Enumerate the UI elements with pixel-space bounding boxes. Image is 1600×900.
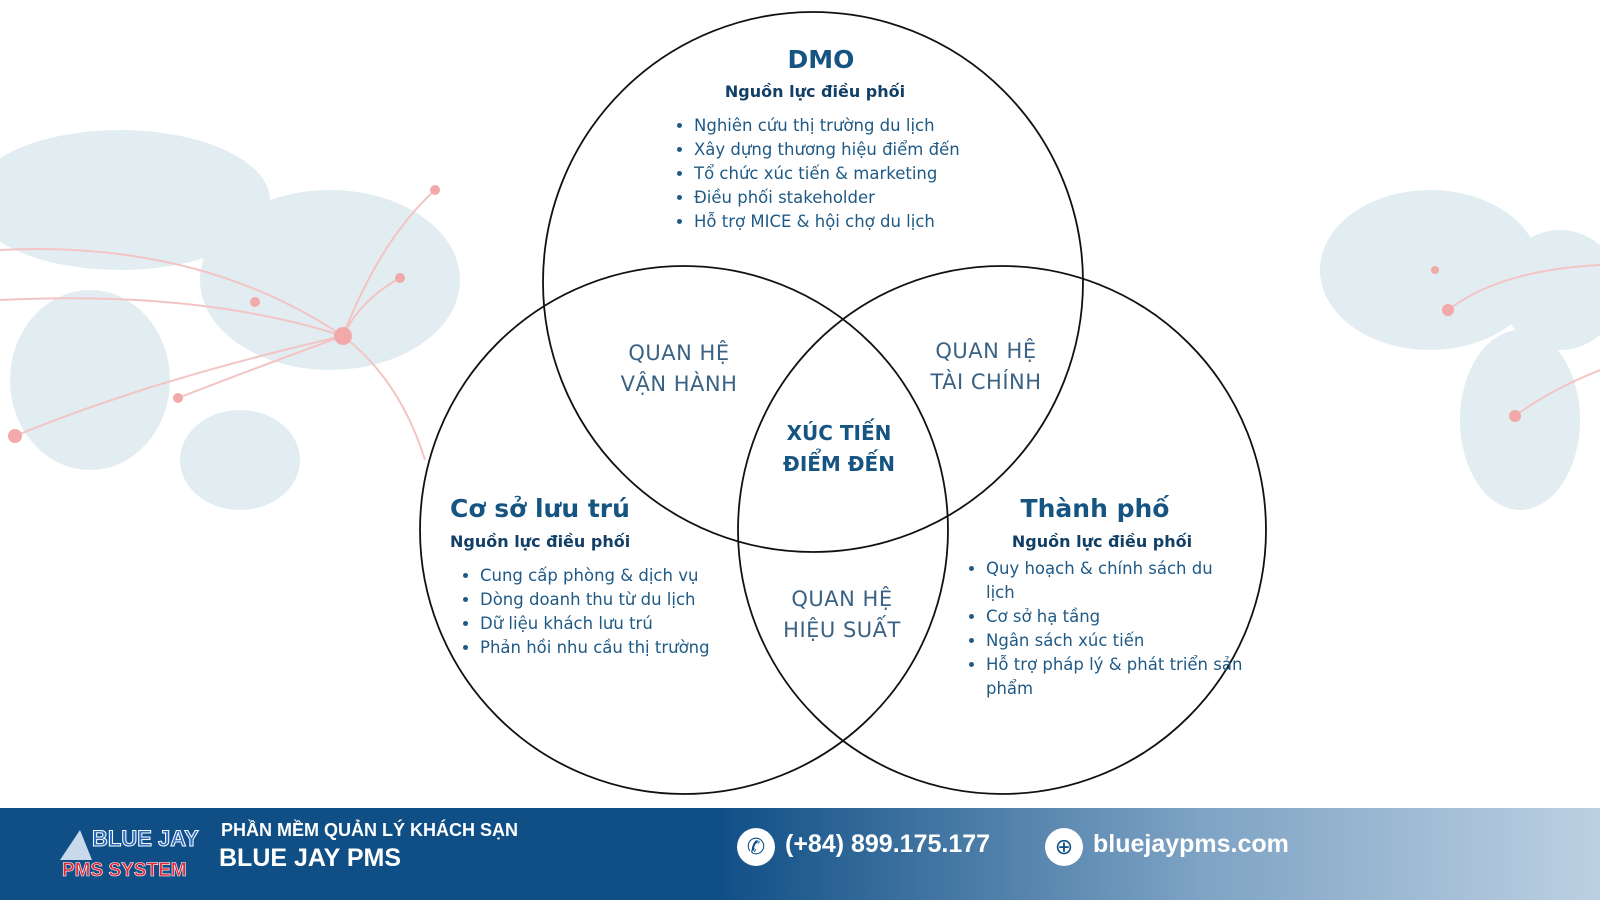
logo-text-bottom: PMS SYSTEM xyxy=(62,860,187,882)
label-line: VẬN HÀNH xyxy=(620,372,738,396)
city-title: Thành phố xyxy=(1020,494,1170,523)
list-item: Quy hoạch & chính sách du lịch xyxy=(986,557,1244,605)
dmo-subtitle: Nguồn lực điều phối xyxy=(724,82,906,101)
list-item: Tổ chức xúc tiến & marketing xyxy=(694,162,960,186)
blue-jay-logo: BLUE JAY PMS SYSTEM xyxy=(60,824,208,886)
list-item: Hỗ trợ MICE & hội chợ du lịch xyxy=(694,210,960,234)
label-line: XÚC TIẾN xyxy=(786,421,892,445)
list-item: Điều phối stakeholder xyxy=(694,186,960,210)
world-map-background xyxy=(0,11,1600,795)
label-line: HIỆU SUẤT xyxy=(783,618,901,642)
lodging-title: Cơ sở lưu trú xyxy=(450,494,630,523)
brand-name: BLUE JAY PMS xyxy=(219,844,402,872)
footer-bar: BLUE JAY PMS SYSTEM PHẦN MỀM QUẢN LÝ KHÁ… xyxy=(0,808,1600,900)
route-lines xyxy=(0,189,1600,461)
overlap-finance: QUAN HỆ TÀI CHÍNH xyxy=(930,336,1041,398)
route-dots xyxy=(8,185,1521,443)
city-list: Quy hoạch & chính sách du lịch Cơ sở hạ … xyxy=(966,557,1244,701)
dmo-circle xyxy=(542,11,1084,553)
city-circle xyxy=(737,265,1267,795)
website-link[interactable]: bluejaypms.com xyxy=(1093,830,1289,858)
list-item: Dòng doanh thu từ du lịch xyxy=(480,588,710,612)
list-item: Nghiên cứu thị trường du lịch xyxy=(694,114,960,138)
bird-icon xyxy=(60,830,92,860)
dmo-title: DMO xyxy=(787,45,855,74)
label-line: QUAN HỆ xyxy=(791,587,893,611)
globe-icon: ⊕ xyxy=(1045,828,1083,866)
label-line: QUAN HỆ xyxy=(935,339,1037,363)
list-item: Phản hồi nhu cầu thị trường xyxy=(480,636,710,660)
city-subtitle: Nguồn lực điều phối xyxy=(1011,532,1193,551)
logo-text-top: BLUE JAY xyxy=(92,826,200,852)
lodging-subtitle: Nguồn lực điều phối xyxy=(450,532,631,551)
phone-icon: ✆ xyxy=(737,828,775,866)
lodging-circle xyxy=(419,265,949,795)
lodging-list: Cung cấp phòng & dịch vụ Dòng doanh thu … xyxy=(460,564,710,660)
overlap-performance: QUAN HỆ HIỆU SUẤT xyxy=(783,584,901,646)
list-item: Dữ liệu khách lưu trú xyxy=(480,612,710,636)
list-item: Cung cấp phòng & dịch vụ xyxy=(480,564,710,588)
label-line: QUAN HỆ xyxy=(628,341,730,365)
list-item: Cơ sở hạ tầng xyxy=(986,605,1244,629)
list-item: Ngân sách xúc tiến xyxy=(986,629,1244,653)
label-line: TÀI CHÍNH xyxy=(930,370,1042,394)
label-line: ĐIỂM ĐẾN xyxy=(783,452,895,476)
phone-number[interactable]: (+84) 899.175.177 xyxy=(785,830,991,858)
dmo-list: Nghiên cứu thị trường du lịch Xây dựng t… xyxy=(674,114,960,234)
list-item: Hỗ trợ pháp lý & phát triển sản phẩm xyxy=(986,653,1244,701)
overlap-center: XÚC TIẾN ĐIỂM ĐẾN xyxy=(783,418,895,480)
overlap-operations: QUAN HỆ VẬN HÀNH xyxy=(621,338,738,400)
list-item: Xây dựng thương hiệu điểm đến xyxy=(694,138,960,162)
tagline: PHẦN MỀM QUẢN LÝ KHÁCH SẠN xyxy=(221,820,518,840)
